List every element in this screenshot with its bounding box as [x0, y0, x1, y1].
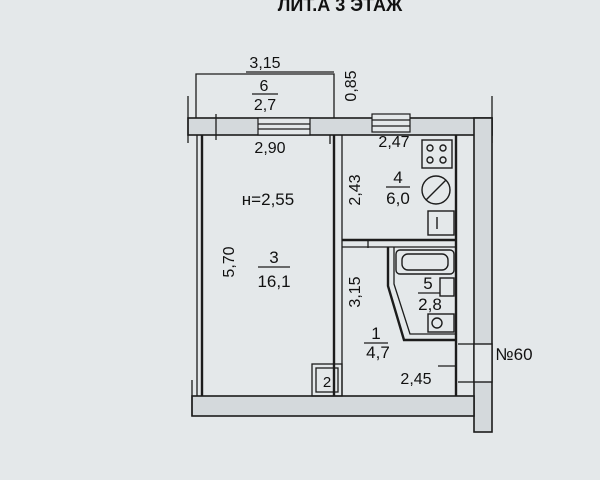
- bottom-exterior-wall: [191, 395, 475, 417]
- window-living: [257, 117, 311, 136]
- balcony-width: 3,15: [249, 55, 280, 72]
- bath-room-number: 5: [423, 274, 432, 293]
- balcony-room-area: 2,7: [254, 97, 276, 114]
- closet-number: 2: [323, 374, 331, 391]
- bath-sink-icon: [439, 277, 455, 297]
- toilet-icon: [427, 313, 455, 333]
- partition-kitchen-hall: [342, 238, 456, 248]
- living-width: 2,90: [254, 140, 285, 157]
- bath-room-area: 2,8: [418, 295, 442, 314]
- kitchen-room-number: 4: [393, 168, 402, 187]
- floor-title: ЛИТ.А 3 ЭТАЖ: [278, 0, 403, 15]
- right-exterior-wall: [458, 117, 493, 433]
- closet: 2: [311, 363, 343, 397]
- hall-room-number: 1: [371, 324, 380, 343]
- kitchen-sink-icon: [427, 210, 455, 236]
- kitchen-width: 2,47: [378, 134, 409, 151]
- bath-enclosure: [386, 247, 456, 342]
- stove-icon: [421, 139, 453, 169]
- living-length: 5,70: [221, 246, 238, 277]
- hall-length: 3,15: [347, 276, 364, 307]
- balcony-room-number: 6: [260, 78, 269, 95]
- balcony-depth: 0,85: [343, 70, 360, 101]
- balcony: [195, 71, 335, 118]
- top-exterior-wall: [187, 96, 493, 143]
- partition-living: [329, 135, 343, 396]
- ceiling-height: н=2,55: [242, 190, 294, 209]
- hall-width: 2,45: [400, 371, 431, 388]
- living-room-area: 16,1: [257, 272, 290, 291]
- window-kitchen: [371, 113, 411, 133]
- apartment-number: №60: [495, 345, 532, 364]
- hall-room-area: 4,7: [366, 343, 390, 362]
- bathtub-icon: [395, 249, 455, 275]
- living-room-number: 3: [269, 248, 278, 267]
- kitchen-length: 2,43: [347, 174, 364, 205]
- water-heater-icon: [421, 175, 451, 205]
- kitchen-room-area: 6,0: [386, 189, 410, 208]
